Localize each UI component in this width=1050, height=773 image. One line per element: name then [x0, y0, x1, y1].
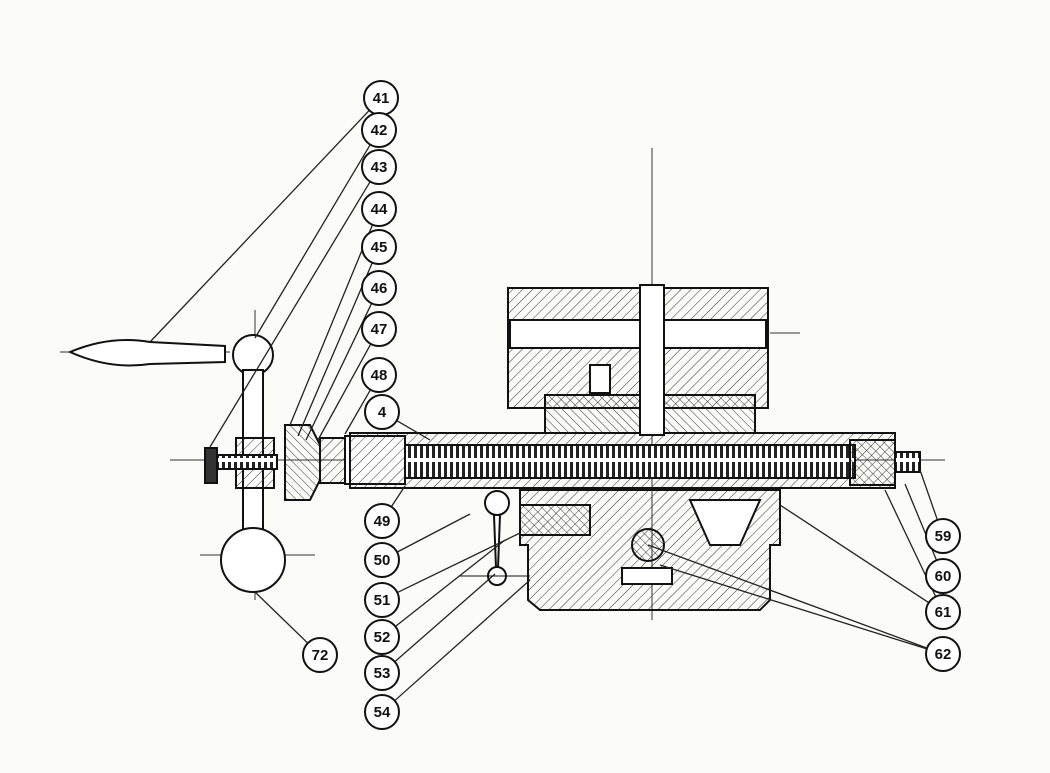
callout-circle — [925, 594, 961, 630]
leader-line-41 — [149, 109, 370, 343]
callout-label: 54 — [374, 704, 391, 721]
callout-label: 62 — [935, 646, 952, 663]
callout-circle — [364, 503, 400, 539]
leader-line-62 — [647, 544, 928, 649]
leader-line-62 — [659, 564, 927, 650]
callout-circle — [925, 636, 961, 672]
callout-circle — [361, 112, 397, 148]
callout-circle — [361, 311, 397, 347]
callout-label: 47 — [371, 321, 388, 338]
top-block — [507, 284, 769, 436]
callout-label: 59 — [935, 528, 952, 545]
callout-label: 49 — [374, 513, 391, 530]
callout-circle — [302, 637, 338, 673]
leader-line-50 — [396, 513, 471, 553]
callout-label: 53 — [374, 665, 391, 682]
callout-53: 53 — [364, 655, 400, 691]
callout-59: 59 — [925, 518, 961, 554]
callout-circle — [364, 619, 400, 655]
leader-line-61 — [779, 504, 930, 604]
callout-42: 42 — [361, 112, 397, 148]
leader-line-44 — [289, 224, 374, 426]
callout-61: 61 — [925, 594, 961, 630]
callout-label: 50 — [374, 552, 391, 569]
callout-51: 51 — [364, 582, 400, 618]
leader-line-42 — [254, 144, 371, 339]
callout-circle — [925, 558, 961, 594]
callout-label: 4 — [378, 404, 387, 421]
callout-label: 45 — [371, 239, 388, 256]
base-block — [519, 489, 781, 611]
leader-line-46 — [305, 303, 373, 441]
callout-label: 72 — [312, 647, 329, 664]
leader-line-47 — [317, 343, 372, 441]
callout-45: 45 — [361, 229, 397, 265]
leader-line-59 — [919, 469, 939, 521]
callout-circle — [361, 149, 397, 185]
callout-44: 44 — [361, 191, 397, 227]
crank-handle — [67, 334, 286, 593]
callout-label: 41 — [373, 90, 390, 107]
callout-41: 41 — [363, 80, 399, 116]
lead-screw — [349, 432, 921, 489]
callout-label: 61 — [935, 604, 952, 621]
leader-line-49 — [390, 485, 406, 508]
callout-50: 50 — [364, 542, 400, 578]
callout-circle — [361, 357, 397, 393]
callout-48: 48 — [361, 357, 397, 393]
callout-label: 46 — [371, 280, 388, 297]
callout-circle — [364, 582, 400, 618]
callout-circle — [364, 694, 400, 730]
callout-label: 51 — [374, 592, 391, 609]
callout-49: 49 — [364, 503, 400, 539]
callout-60: 60 — [925, 558, 961, 594]
callout-label: 44 — [371, 201, 388, 218]
leader-line-4 — [396, 420, 431, 441]
callout-54: 54 — [364, 694, 400, 730]
leader-line-52 — [394, 539, 506, 627]
leader-line-53 — [394, 573, 496, 663]
callout-52: 52 — [364, 619, 400, 655]
leader-line-48 — [344, 389, 372, 435]
leader-line-43 — [209, 181, 371, 448]
callout-circle — [364, 655, 400, 691]
callout-62: 62 — [925, 636, 961, 672]
center-lines — [60, 148, 945, 620]
leader-line-45 — [297, 262, 373, 437]
callout-circle — [361, 229, 397, 265]
callout-label: 42 — [371, 122, 388, 139]
callout-4: 4 — [364, 394, 400, 430]
lock-lever — [460, 490, 530, 586]
callout-43: 43 — [361, 149, 397, 185]
callouts: 41 42 43 44 45 46 47 48 4 49 50 51 52 53 54 72 59 60 61 62 — [302, 80, 961, 730]
callout-circle — [361, 270, 397, 306]
callout-label: 52 — [374, 629, 391, 646]
callout-72: 72 — [302, 637, 338, 673]
leader-line-51 — [397, 532, 521, 594]
callout-circle — [364, 394, 400, 430]
callout-label: 48 — [371, 367, 388, 384]
callout-circle — [361, 191, 397, 227]
callout-47: 47 — [361, 311, 397, 347]
leader-line-54 — [394, 579, 531, 702]
callout-label: 43 — [371, 159, 388, 176]
callout-circle — [364, 542, 400, 578]
callout-circle — [925, 518, 961, 554]
callout-label: 60 — [935, 568, 952, 585]
leader-line-72 — [254, 591, 309, 644]
callout-46: 46 — [361, 270, 397, 306]
